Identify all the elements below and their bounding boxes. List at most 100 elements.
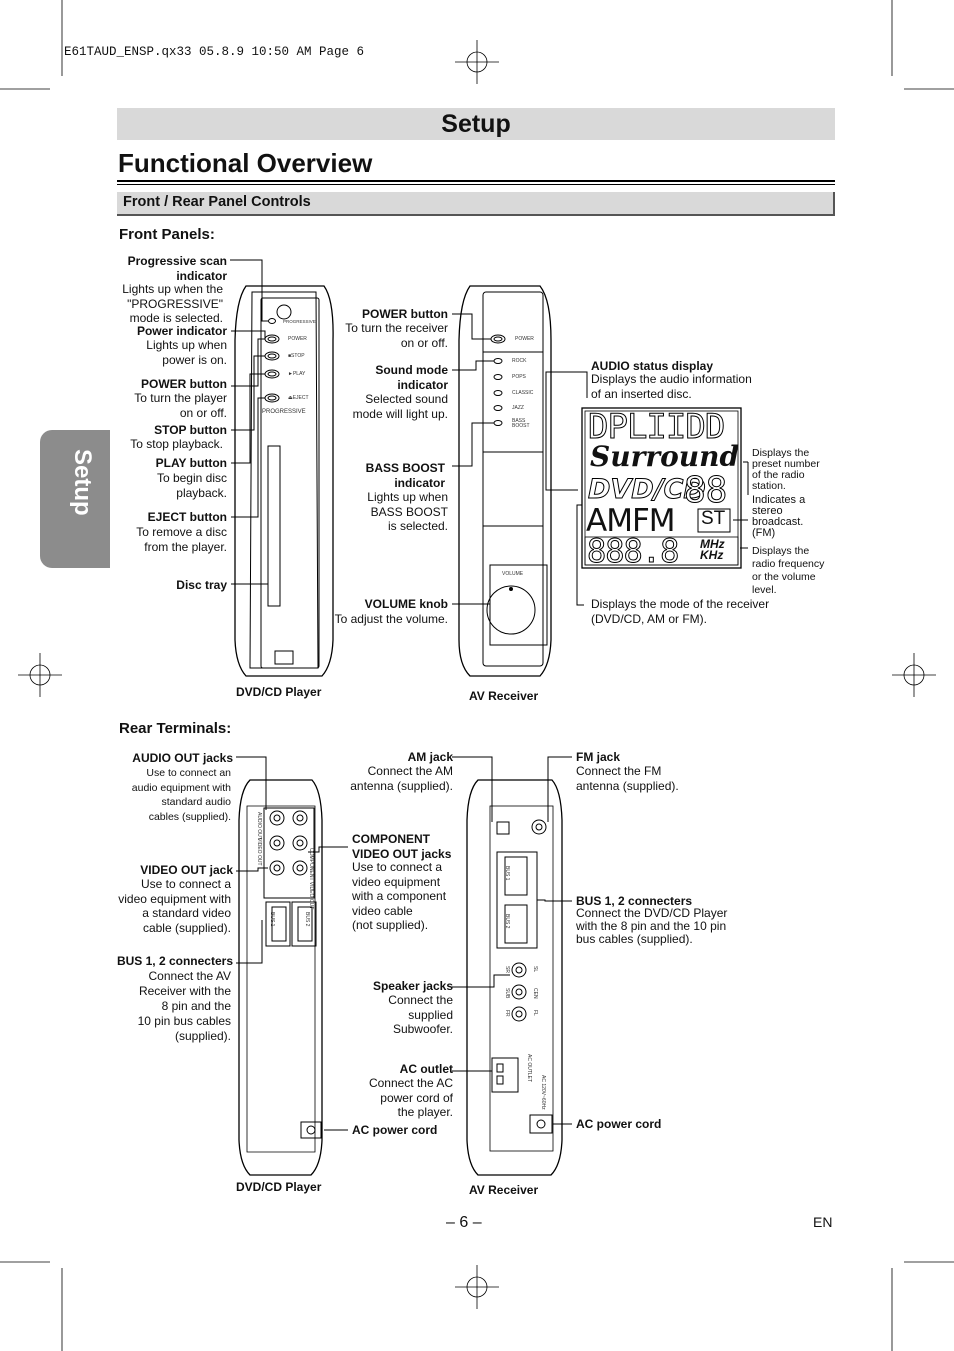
section-heading: Functional Overview	[118, 148, 373, 178]
play-button-desc: To begin disc playback.	[156, 471, 227, 500]
side-tab	[40, 430, 110, 568]
video-out-desc: Use to connect a video equipment with a …	[118, 877, 231, 935]
rx-ac-in-label: AC 120V~60Hz	[540, 1075, 546, 1110]
audio-status-desc: Displays the audio information of an ins…	[591, 372, 752, 401]
page-title: Setup	[441, 110, 511, 138]
bus-rx-desc: Connect the DVD/CD Player with the 8 pin…	[576, 906, 728, 946]
front-player-caption: DVD/CD Player	[236, 685, 322, 699]
rx-fr-label: FR	[504, 1010, 510, 1017]
lcd-stereo: ST	[701, 508, 726, 529]
lcd-band: AMFM	[586, 503, 676, 539]
rx-fl-label: FL	[532, 1010, 538, 1016]
rx-sub-label: SUB	[504, 988, 510, 999]
lcd-unit: MHz KHz	[700, 537, 725, 562]
rx-rear-bus2-label: BUS 2	[504, 914, 510, 929]
eject-button-desc: To remove a disc from the player.	[136, 525, 227, 554]
rear-video-out-label: VIDEO OUT	[256, 838, 262, 866]
front-panels-title: Front Panels:	[119, 226, 215, 243]
fm-jack-desc: Connect the FM antenna (supplied).	[576, 764, 679, 793]
eject-button-title: EJECT button	[147, 510, 227, 524]
power-button-desc: To turn the player on or off.	[134, 391, 227, 420]
panel-progressive-big-label: PROGRESSIVE	[262, 409, 306, 415]
lcd-surround: Surround	[590, 440, 740, 473]
volume-knob-desc: To adjust the volume.	[334, 612, 448, 626]
rx-rock-label: ROCK	[512, 358, 527, 364]
speaker-jacks-title: Speaker jacks	[372, 979, 453, 993]
ac-outlet-title: AC outlet	[399, 1062, 453, 1076]
component-title: COMPONENT VIDEO OUT jacks	[352, 832, 452, 861]
video-out-title: VIDEO OUT jack	[140, 863, 233, 877]
speaker-jacks-desc: Connect the supplied Subwoofer.	[388, 993, 453, 1036]
panel-eject-label: ⏏EJECT	[288, 395, 309, 401]
freq-desc: Displays the radio frequency or the volu…	[752, 545, 825, 596]
heading-rule	[117, 180, 835, 185]
rx-rear-bus1-label: BUS 1	[504, 866, 510, 881]
rear-player-caption: DVD/CD Player	[236, 1180, 322, 1194]
progressive-indicator-title: Progressive scan indicator	[127, 254, 227, 283]
language-code: EN	[813, 1214, 833, 1230]
component-desc: Use to connect a video equipment with a …	[352, 860, 447, 932]
rx-jazz-label: JAZZ	[512, 405, 524, 411]
panel-power-label: POWER	[288, 336, 307, 342]
title-bar	[117, 108, 835, 140]
rx-power-desc: To turn the receiver on or off.	[345, 321, 448, 350]
progressive-indicator-desc: Lights up when the "PROGRESSIVE" mode is…	[122, 282, 223, 325]
bus-rx-title: BUS 1, 2 connecters	[576, 894, 693, 908]
volume-knob-title: VOLUME knob	[364, 597, 448, 611]
play-button-title: PLAY button	[155, 456, 227, 470]
rx-power-label: POWER	[515, 336, 534, 342]
section-bar	[117, 192, 835, 216]
rx-sr-label: SR	[504, 966, 510, 973]
lcd-freq-digits: 888.8	[586, 532, 679, 571]
preset-desc: Displays the preset number of the radio …	[752, 447, 820, 492]
sound-mode-desc: Selected sound mode will light up.	[352, 392, 448, 421]
bus-player-title: BUS 1, 2 connecters	[116, 954, 233, 968]
rx-classic-label: CLASSIC	[512, 390, 534, 396]
lcd-dvdcd: DVD/CD	[588, 474, 707, 506]
stop-button-desc: To stop playback.	[130, 437, 223, 451]
lcd-preset-digits: 88	[683, 470, 728, 512]
rear-terminals-title: Rear Terminals:	[119, 720, 232, 737]
front-receiver-caption: AV Receiver	[469, 689, 539, 703]
lcd-row1: DPLIIDD	[587, 407, 725, 448]
rx-power-title: POWER button	[362, 307, 448, 321]
rx-bass-label: BASS BOOST	[512, 418, 530, 429]
rx-cen-label: CEN	[532, 988, 538, 999]
disc-tray-label: Disc tray	[176, 578, 227, 592]
bass-boost-desc: Lights up when BASS BOOST is selected.	[367, 490, 448, 533]
file-info: E61TAUD_ENSP.qx33 05.8.9 10:50 AM Page 6	[64, 45, 365, 59]
am-jack-desc: Connect the AM antenna (supplied).	[350, 764, 453, 793]
power-button-title: POWER button	[141, 377, 227, 391]
power-indicator-title: Power indicator	[136, 324, 227, 338]
page-number: – 6 –	[446, 1214, 482, 1231]
bass-boost-title: BASS BOOST indicator	[365, 461, 445, 490]
am-jack-title: AM jack	[407, 750, 453, 764]
audio-status-title: AUDIO status display	[591, 359, 714, 373]
fm-jack-title: FM jack	[576, 750, 621, 764]
rear-receiver-caption: AV Receiver	[469, 1183, 539, 1197]
rear-audio-out-label: AUDIO OUT	[256, 812, 262, 840]
rear-bus2-label: BUS 2	[304, 912, 310, 927]
ac-cord-player-label: AC power cord	[352, 1123, 438, 1137]
audio-out-desc: Use to connect an audio equipment with s…	[131, 767, 231, 823]
stereo-desc: Indicates a stereo broadcast. (FM)	[752, 494, 806, 539]
rear-component-label: COMPONENT VIDEO OUT	[308, 848, 314, 910]
panel-stop-label: ■STOP	[288, 353, 305, 359]
stop-button-title: STOP button	[154, 423, 227, 437]
power-indicator-desc: Lights up when power is on.	[146, 338, 227, 367]
section-title: Front / Rear Panel Controls	[123, 194, 311, 210]
audio-out-title: AUDIO OUT jacks	[132, 751, 233, 765]
ac-cord-rx-label: AC power cord	[576, 1117, 662, 1131]
rx-volume-label: VOLUME	[502, 571, 524, 577]
ac-outlet-desc: Connect the AC power cord of the player.	[368, 1076, 453, 1119]
rx-ac-outlet-label: AC OUTLET	[526, 1054, 532, 1083]
mode-desc: Displays the mode of the receiver (DVD/C…	[591, 597, 770, 626]
sound-mode-title: Sound mode indicator	[375, 363, 448, 392]
rear-bus1-label: BUS 1	[269, 912, 275, 927]
panel-progressive-label: PROGRESSIVE	[283, 319, 316, 324]
panel-play-label: ►PLAY	[288, 371, 306, 377]
rx-sl-label: SL	[532, 966, 538, 973]
